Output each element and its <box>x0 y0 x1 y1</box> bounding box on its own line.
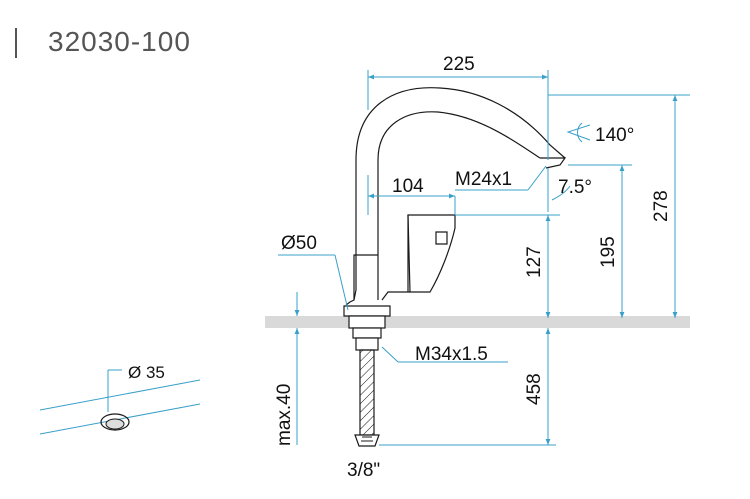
hose-length-label: 458 <box>524 373 545 405</box>
model-number: 32030-100 <box>48 26 191 57</box>
total-height-label: 278 <box>651 190 672 222</box>
base-diameter-label: Ø50 <box>281 233 317 254</box>
faucet-outline <box>343 87 567 317</box>
title-accent-bar <box>15 28 17 58</box>
hole-diameter-label: Ø 35 <box>128 363 165 382</box>
supply-hose <box>354 349 380 447</box>
outlet-angle-label: 7.5° <box>558 177 592 198</box>
max-deck-thickness-label: max.40 <box>274 384 295 446</box>
mounting-shank <box>348 315 386 351</box>
countertop <box>265 316 690 328</box>
handle-reach-label: 104 <box>392 176 424 197</box>
spout-reach-label: 225 <box>443 54 475 75</box>
swivel-angle-label: 140° <box>595 125 634 146</box>
shank-thread-label: M34x1.5 <box>415 344 488 365</box>
body-height-label: 127 <box>524 246 545 278</box>
outlet-thread-label: M24x1 <box>455 169 512 190</box>
hose-connection-label: 3/8" <box>347 460 380 481</box>
dimension-lines <box>278 70 690 446</box>
mounting-hole-detail <box>39 369 201 435</box>
outlet-height-label: 195 <box>598 236 619 268</box>
